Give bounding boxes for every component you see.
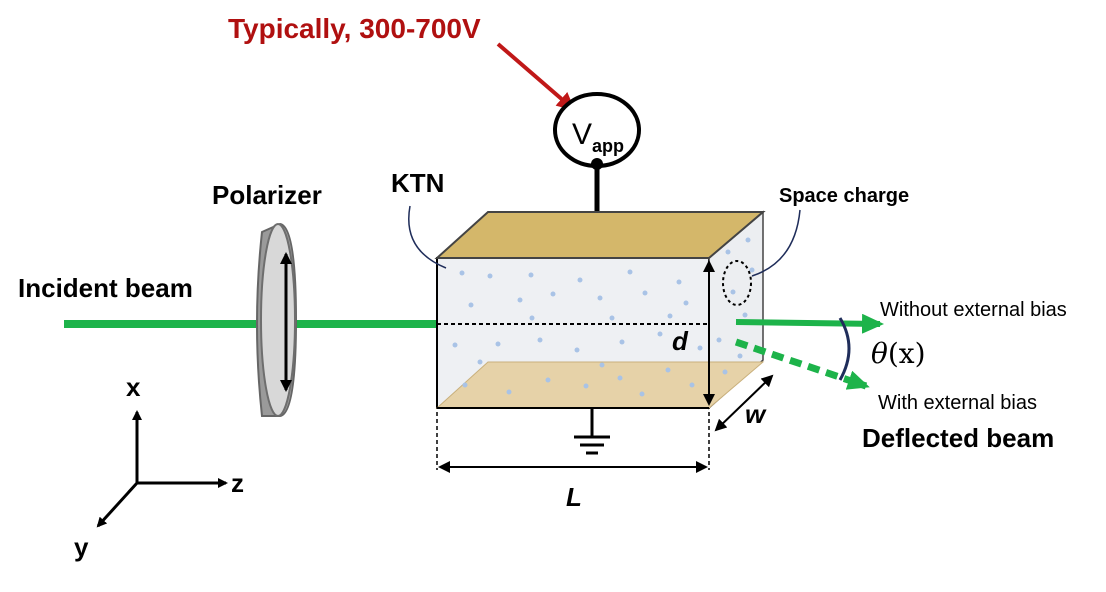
ktn-leader (408, 205, 447, 269)
space-charge-dots (452, 237, 755, 397)
polarizer-label: Polarizer (212, 180, 322, 210)
coordinate-axes (96, 410, 228, 528)
ktn-label: KTN (391, 168, 444, 198)
axis-y-label: y (74, 532, 89, 562)
dim-d-label: d (672, 326, 689, 356)
incident-beam-label: Incident beam (18, 273, 193, 303)
dim-L-label: L (566, 482, 582, 512)
with-bias-label: With external bias (878, 392, 1037, 414)
axis-z-label: z (231, 468, 244, 498)
vapp-label: Vapp (572, 118, 624, 156)
theta-arg: (x) (888, 337, 926, 370)
vapp-main: V (572, 118, 592, 151)
space-charge-label: Space charge (779, 185, 909, 207)
polarizer (256, 222, 298, 417)
axis-x-label: x (126, 372, 141, 402)
voltage-note-arrow (496, 42, 576, 111)
undeflected-beam (735, 313, 884, 334)
space-charge-leader (751, 209, 801, 277)
theta-symbol: θ (871, 337, 888, 370)
deflected-beam-label: Deflected beam (862, 423, 1054, 453)
dim-w-label: w (745, 399, 767, 429)
space-charge-region (722, 260, 752, 306)
ground-symbol (574, 408, 610, 455)
dim-w-arrow (714, 374, 774, 432)
deflection-angle-arc (838, 317, 851, 381)
voltage-note: Typically, 300-700V (228, 13, 481, 44)
without-bias-label: Without external bias (880, 299, 1067, 321)
vapp-sub: app (592, 136, 624, 156)
ktn-crystal (434, 210, 766, 410)
theta-label: θ(x) (871, 337, 926, 370)
deflected-beam (734, 338, 870, 390)
